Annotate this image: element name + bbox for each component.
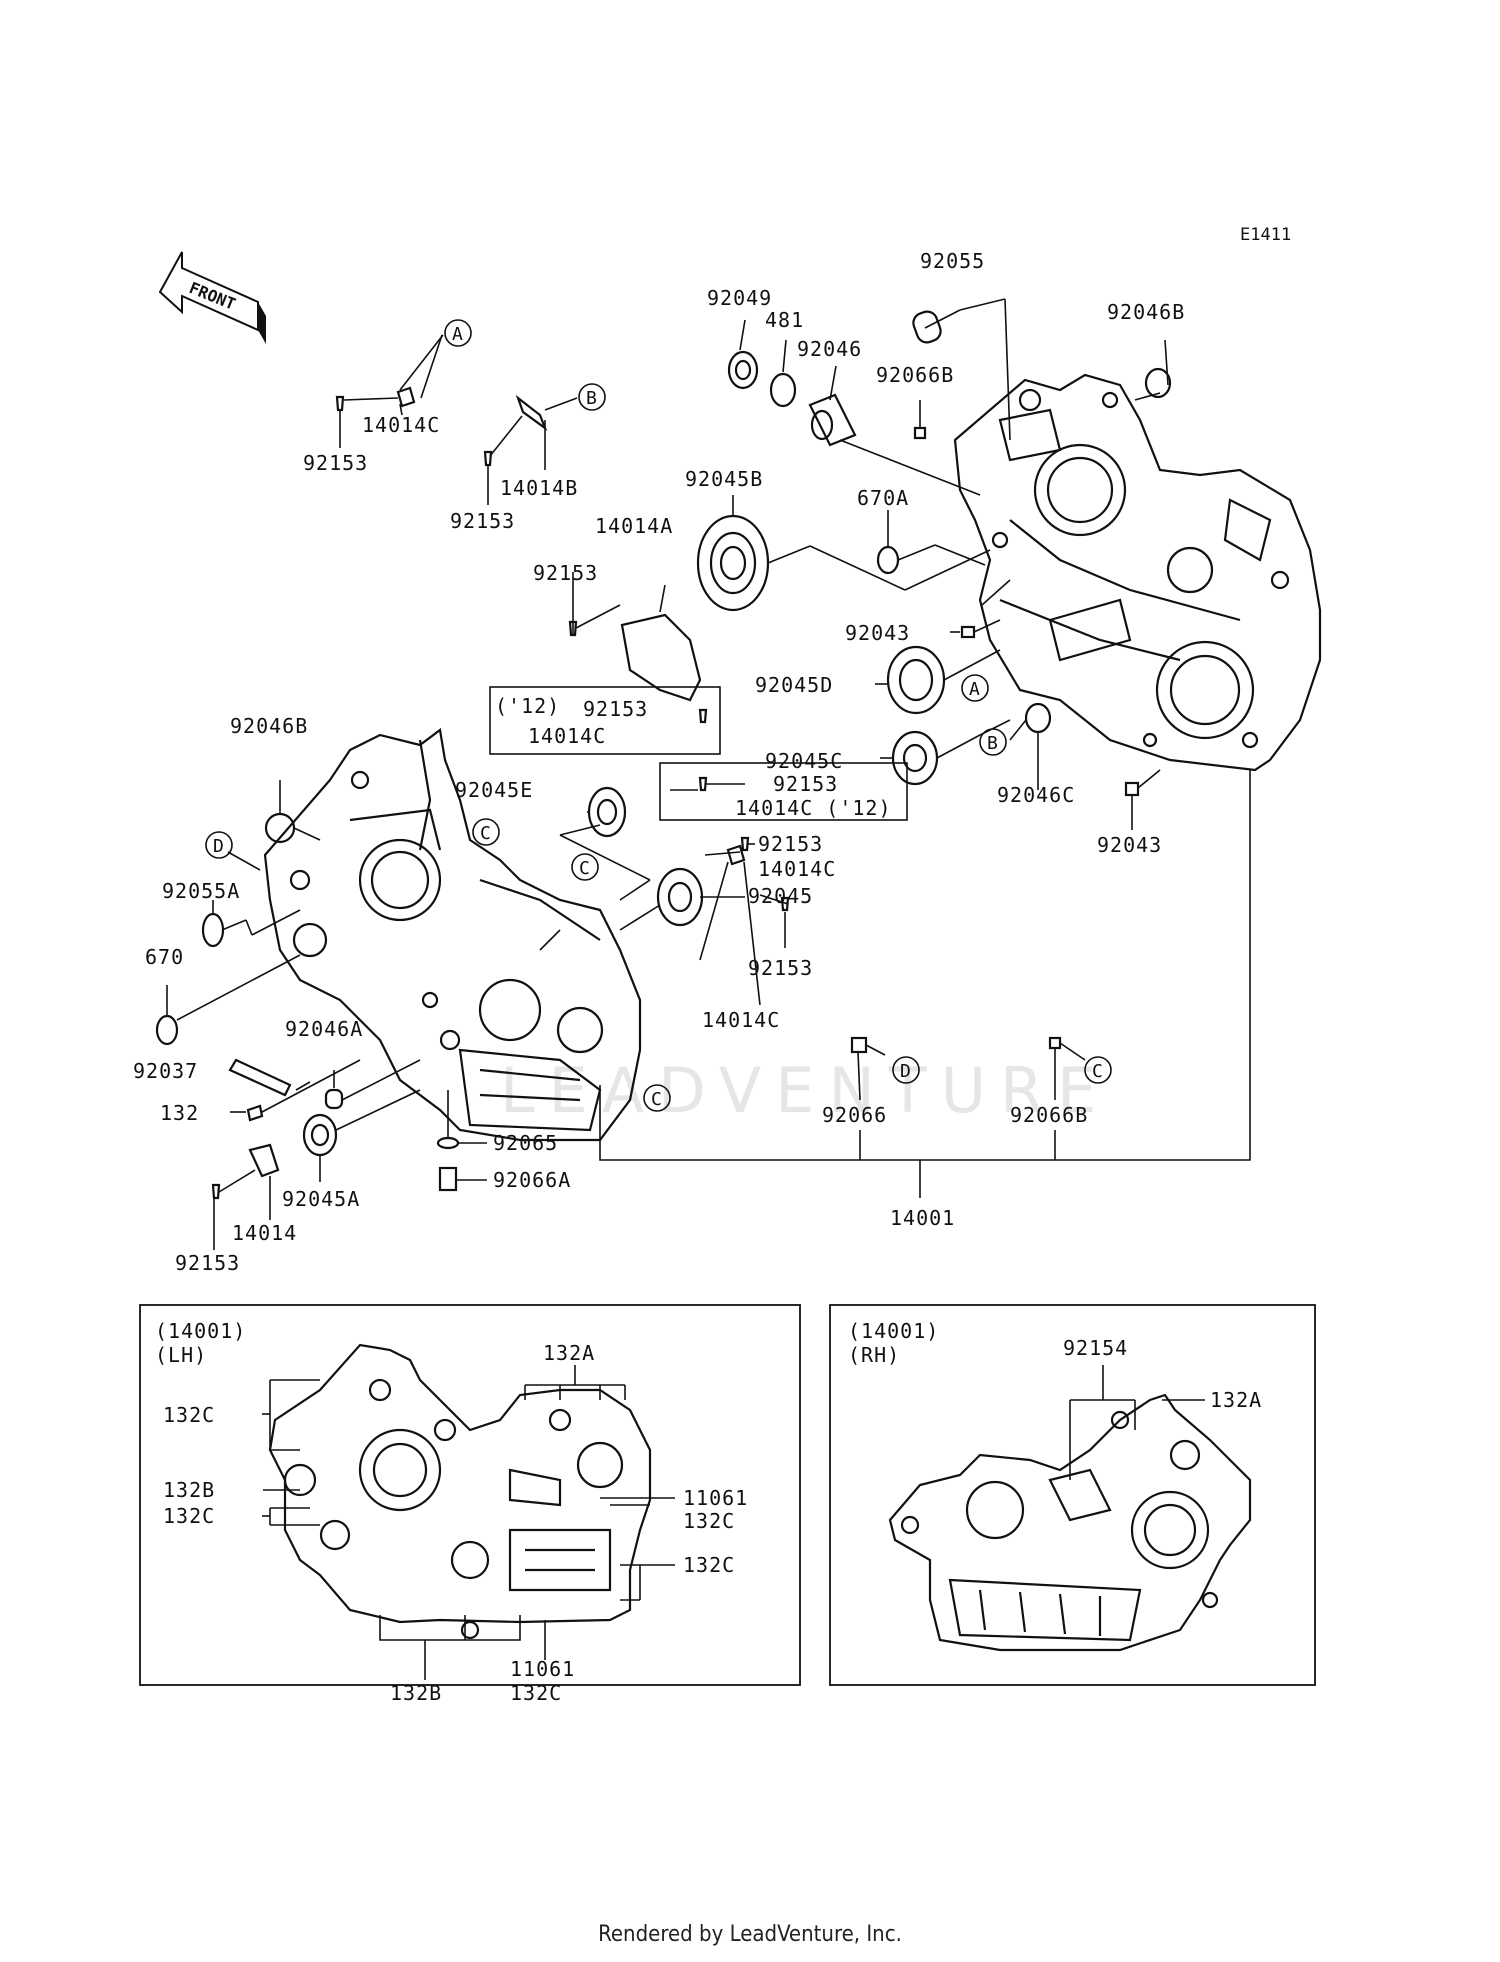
- label-92045: 92045: [748, 884, 813, 908]
- label-670: 670: [145, 945, 184, 969]
- ref-a2: A: [969, 679, 980, 700]
- ref-d2: D: [900, 1061, 911, 1082]
- footer-credit: Rendered by LeadVenture, Inc.: [598, 1922, 902, 1947]
- label-92066b-top: 92066B: [876, 363, 954, 387]
- label-92153-e: 92153: [773, 772, 838, 796]
- inset-rh-132a: 132A: [1210, 1388, 1262, 1412]
- ref-d1: D: [213, 836, 224, 857]
- ref-c3: C: [651, 1089, 662, 1110]
- inset-lh-132c-4: 132C: [683, 1553, 735, 1577]
- box-12-b: [659, 762, 908, 821]
- inset-lh-11061-1: 11061: [683, 1486, 748, 1510]
- inset-lh-11061-2: 11061: [510, 1657, 575, 1681]
- label-92046c: 92046C: [997, 783, 1075, 807]
- label-92046: 92046: [797, 337, 862, 361]
- label-92046b-top: 92046B: [1107, 300, 1185, 324]
- inset-lh-132b-2: 132B: [390, 1681, 442, 1705]
- label-14014c-a: 14014C: [362, 413, 440, 437]
- inset-lh-132c-2: 132C: [163, 1504, 215, 1528]
- label-92066: 92066: [822, 1103, 887, 1127]
- ref-c2: C: [579, 858, 590, 879]
- label-92065: 92065: [493, 1131, 558, 1155]
- label-92153-d: 92153: [583, 697, 648, 721]
- label-92046a: 92046A: [285, 1017, 363, 1041]
- right-crankcase-drawing: [953, 373, 1322, 772]
- left-crankcase-drawing: [263, 728, 642, 1142]
- ref-a1: A: [452, 324, 463, 345]
- label-92055: 92055: [920, 249, 985, 273]
- leader-lines: [166, 298, 1251, 1250]
- label-14014c-c: 14014C: [758, 857, 836, 881]
- label-14014c-b: 14014C: [528, 724, 606, 748]
- inset-lh-132a: 132A: [543, 1341, 595, 1365]
- label-92153-b: 92153: [303, 451, 368, 475]
- label-14014a: 14014A: [595, 514, 673, 538]
- label-14014c-d: 14014C: [702, 1008, 780, 1032]
- inset-lh-132b-1: 132B: [163, 1478, 215, 1502]
- label-12-a: ('12): [495, 694, 560, 718]
- box-12-a: [489, 686, 721, 755]
- label-92037: 92037: [133, 1059, 198, 1083]
- label-92055a: 92055A: [162, 879, 240, 903]
- label-670a: 670A: [857, 486, 909, 510]
- inset-lh-132c-5: 132C: [510, 1681, 562, 1705]
- ref-b1: B: [586, 388, 597, 409]
- label-14014: 14014: [232, 1221, 297, 1245]
- part-labels: 92055 92049 481 92046 92046B 92066B 670A…: [133, 249, 1185, 1275]
- inset-lh-side: (LH): [155, 1343, 207, 1367]
- label-132: 132: [160, 1101, 199, 1125]
- inset-rh-side: (RH): [848, 1343, 900, 1367]
- ref-b2: B: [987, 733, 998, 754]
- inset-lh-132c-3: 132C: [683, 1509, 735, 1533]
- label-92153-c: 92153: [450, 509, 515, 533]
- label-92046b-left: 92046B: [230, 714, 308, 738]
- label-92066b-mid: 92066B: [1010, 1103, 1088, 1127]
- inset-rh-92154: 92154: [1063, 1336, 1128, 1360]
- label-92045c: 92045C: [765, 749, 843, 773]
- inset-lh: (14001) (LH): [139, 1304, 801, 1705]
- label-92153-g: 92153: [748, 956, 813, 980]
- label-14001: 14001: [890, 1206, 955, 1230]
- label-92043-a: 92043: [845, 621, 910, 645]
- ref-c4: C: [1092, 1061, 1103, 1082]
- front-arrow-icon: FRONT: [158, 251, 266, 344]
- ref-c1: C: [480, 823, 491, 844]
- label-481: 481: [765, 308, 804, 332]
- label-14014b: 14014B: [500, 476, 578, 500]
- small-parts: [155, 310, 1172, 1200]
- inset-lh-132c-1: 132C: [163, 1403, 215, 1427]
- label-92153-a: 92153: [533, 561, 598, 585]
- label-92043-b: 92043: [1097, 833, 1162, 857]
- label-92153-f: 92153: [758, 832, 823, 856]
- label-92153-h: 92153: [175, 1251, 240, 1275]
- diagram-code: E1411: [1240, 225, 1291, 245]
- inset-rh-ref: (14001): [848, 1319, 939, 1343]
- label-92045a: 92045A: [282, 1187, 360, 1211]
- ref-circles: A B A B D C C C D C: [205, 319, 1112, 1112]
- label-92045d: 92045D: [755, 673, 833, 697]
- inset-rh: (14001) (RH) 92154 132A: [829, 1304, 1316, 1686]
- label-92066a: 92066A: [493, 1168, 571, 1192]
- label-14014c-12: 14014C ('12): [735, 796, 892, 820]
- label-92049: 92049: [707, 286, 772, 310]
- inset-lh-ref: (14001): [155, 1319, 246, 1343]
- label-92045e: 92045E: [455, 778, 533, 802]
- label-92045b: 92045B: [685, 467, 763, 491]
